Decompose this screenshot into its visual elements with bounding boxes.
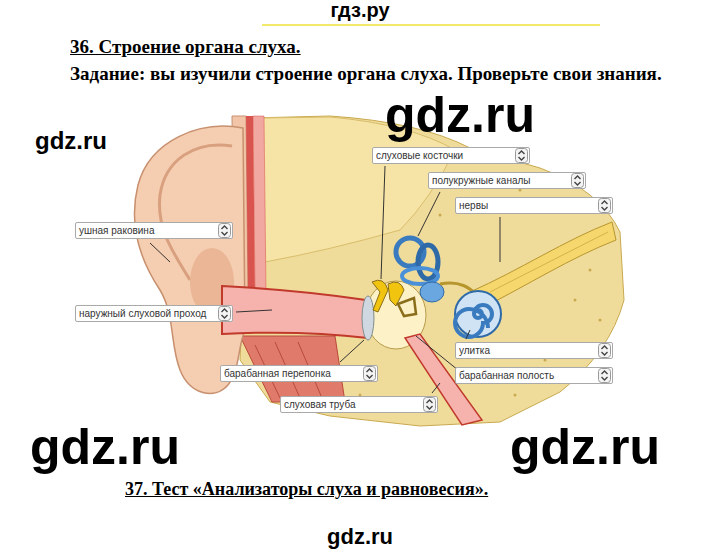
pinna	[134, 126, 245, 393]
part-name: наружный слуховой проход	[79, 307, 206, 320]
watermark: gdz.ru	[35, 127, 107, 155]
part-name: нервы	[459, 199, 488, 212]
site-header: гдз.ру	[330, 0, 389, 22]
dropdown-icon	[363, 366, 376, 381]
stirrup	[398, 298, 416, 316]
label-dropdown: нервы	[455, 197, 613, 214]
dropdown-icon	[218, 306, 231, 321]
part-name: слуховые косточки	[376, 149, 463, 162]
skin-layer	[253, 116, 266, 292]
part-name: улитка	[459, 344, 490, 357]
next-heading: 37. Тест «Анализаторы слуха и равновесия…	[125, 479, 488, 500]
bone-texture	[359, 189, 602, 397]
watermark: gdz.ru	[385, 86, 535, 144]
header-rule	[262, 24, 600, 26]
ear-canal	[222, 286, 368, 338]
label-dropdown: ушная раковина	[75, 222, 233, 239]
dropdown-icon	[571, 173, 584, 188]
nerve-fibre	[490, 232, 608, 292]
dropdown-icon	[423, 397, 436, 412]
part-name: слуховая труба	[284, 398, 355, 411]
part-name: полукружные каналы	[432, 174, 531, 187]
leader-lines	[150, 166, 500, 393]
label-dropdown: улитка	[455, 342, 613, 359]
part-name: барабанная полость	[459, 369, 554, 382]
dropdown-icon	[515, 148, 528, 163]
heading: 36. Строение органа слуха.	[70, 36, 301, 58]
label-dropdown: барабанная перепонка	[220, 365, 378, 382]
label-dropdown: барабанная полость	[455, 367, 613, 384]
part-name: ушная раковина	[79, 224, 154, 237]
task-text: Задание: вы изучили строение органа слух…	[35, 62, 710, 86]
eardrum	[362, 296, 374, 340]
cochlea-spiral	[455, 305, 492, 337]
cochlea	[455, 291, 501, 337]
label-dropdown: наружный слуховой проход	[75, 305, 233, 322]
hammer	[372, 280, 388, 312]
label-dropdown: полукружные каналы	[428, 172, 586, 189]
dropdown-icon	[598, 198, 611, 213]
label-dropdown: слуховая труба	[280, 396, 438, 413]
label-dropdown: слуховые косточки	[372, 147, 530, 164]
dropdown-icon	[218, 223, 231, 238]
watermark: gdz.ru	[327, 524, 393, 550]
dropdown-icon	[598, 368, 611, 383]
watermark: gdz.ru	[30, 418, 180, 476]
watermark: gdz.ru	[510, 418, 660, 476]
dropdown-icon	[598, 343, 611, 358]
part-name: барабанная перепонка	[224, 367, 331, 380]
